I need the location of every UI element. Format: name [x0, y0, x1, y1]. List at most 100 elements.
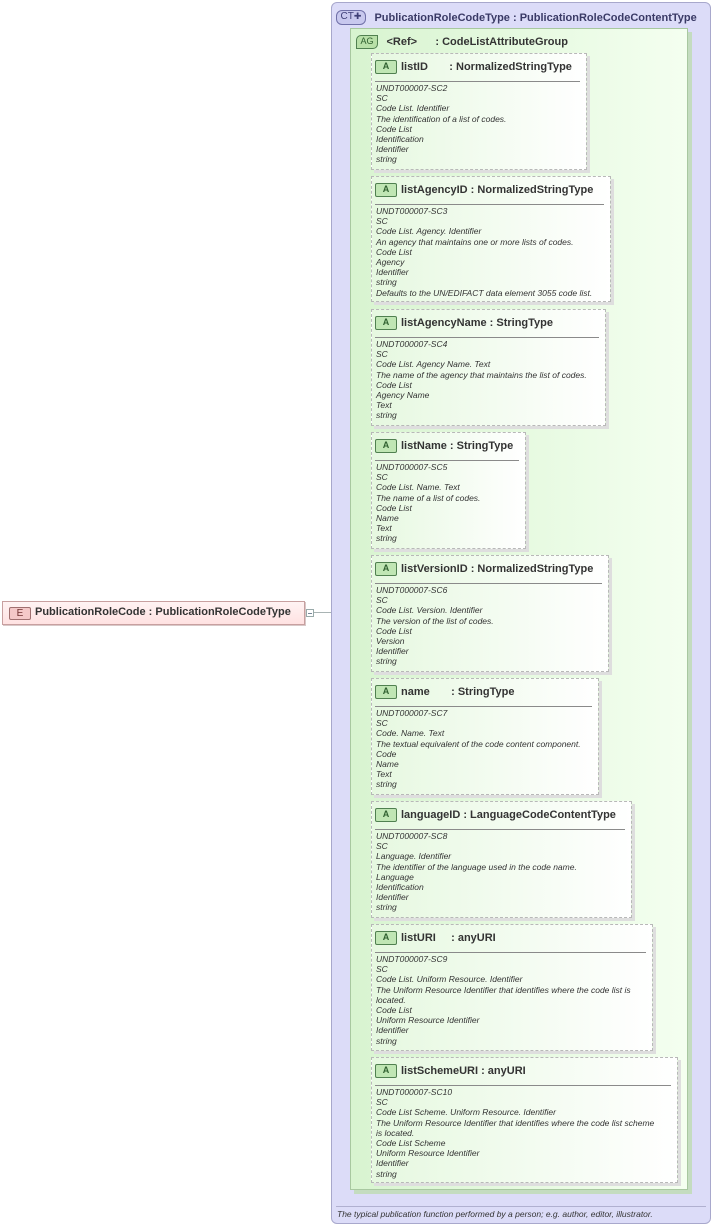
doc-line: located. — [376, 994, 406, 1005]
doc-line: Code List — [376, 379, 412, 390]
complex-type-title: PublicationRoleCodeType : PublicationRol… — [374, 11, 697, 24]
doc-line: Code List Scheme — [376, 1138, 446, 1149]
doc-line: UNDT000007-SC9 — [376, 954, 448, 964]
attribute-badge: A — [375, 930, 397, 945]
doc-line: SC — [376, 349, 388, 360]
doc-line: Uniform Resource Identifier — [376, 1148, 480, 1159]
doc-line: SC — [376, 93, 388, 104]
doc-line: Code List. Uniform Resource. Identifier — [376, 974, 523, 985]
element-badge: E — [9, 607, 31, 620]
attribute-label: listName : StringType — [401, 439, 514, 452]
doc-line: Agency — [376, 257, 405, 268]
doc-line: Code List — [376, 1005, 412, 1016]
doc-line: Language — [376, 871, 414, 882]
doc-line: Identifier — [376, 267, 409, 278]
doc-line: is located. — [376, 1127, 415, 1138]
doc-line: Code. Name. Text — [376, 728, 445, 739]
doc-line: string — [376, 656, 397, 667]
doc-line: Code List. Name. Text — [376, 482, 460, 493]
doc-line: SC — [376, 718, 388, 729]
doc-line: UNDT000007-SC4 — [376, 339, 448, 349]
doc-line: The Uniform Resource Identifier that ide… — [376, 1117, 655, 1128]
doc-line: The textual equivalent of the code conte… — [376, 738, 581, 749]
doc-line: string — [376, 410, 397, 421]
attribute-label: languageID : LanguageCodeContentType — [401, 808, 616, 821]
attribute-badge: A — [375, 1063, 397, 1078]
attribute-badge: A — [375, 438, 397, 453]
doc-line: Code List. Identifier — [376, 103, 450, 114]
doc-line: Text — [376, 400, 392, 411]
doc-line: UNDT000007-SC3 — [376, 206, 448, 216]
attribute-badge: A — [375, 807, 397, 822]
doc-line: UNDT000007-SC8 — [376, 831, 448, 841]
attribute-group-badge: AG — [356, 34, 378, 49]
doc-line: Name — [376, 513, 399, 524]
doc-line: UNDT000007-SC7 — [376, 708, 448, 718]
complex-type-badge-icon: CT✚ — [336, 10, 366, 26]
attribute-badge: A — [375, 315, 397, 330]
doc-line: UNDT000007-SC6 — [376, 585, 448, 595]
attribute-label: listAgencyID : NormalizedStringType — [401, 183, 594, 196]
doc-line: SC — [376, 1097, 388, 1108]
doc-line: string — [376, 1168, 397, 1179]
collapse-toggle-icon[interactable] — [306, 609, 314, 617]
doc-line: Code List — [376, 625, 412, 636]
doc-line: SC — [376, 595, 388, 606]
doc-line: string — [376, 533, 397, 544]
doc-line: SC — [376, 964, 388, 975]
doc-line: Identifier — [376, 646, 409, 657]
complex-type-documentation: The typical publication function perform… — [337, 1209, 653, 1219]
doc-line: string — [376, 154, 397, 165]
doc-line: UNDT000007-SC5 — [376, 462, 448, 472]
attribute-group-label: <Ref> : CodeListAttributeGroup — [386, 35, 568, 48]
doc-line: Defaults to the UN/EDIFACT data element … — [376, 287, 593, 298]
doc-line: Uniform Resource Identifier — [376, 1015, 480, 1026]
doc-line: The version of the list of codes. — [376, 615, 494, 626]
doc-line: Identifier — [376, 1025, 409, 1036]
doc-line: Identifier — [376, 144, 409, 155]
doc-line: SC — [376, 841, 388, 852]
doc-line: string — [376, 277, 397, 288]
complex-type-header: CT✚ PublicationRoleCodeType : Publicatio… — [336, 9, 697, 26]
doc-line: Identification — [376, 882, 424, 893]
doc-line: Code List. Agency. Identifier — [376, 226, 482, 237]
doc-line: The name of a list of codes. — [376, 492, 481, 503]
doc-line: Code List Scheme. Uniform Resource. Iden… — [376, 1107, 556, 1118]
doc-line: Identifier — [376, 1158, 409, 1169]
doc-line: string — [376, 902, 397, 913]
doc-line: Language. Identifier — [376, 851, 452, 862]
doc-line: SC — [376, 216, 388, 227]
doc-line: The Uniform Resource Identifier that ide… — [376, 984, 631, 995]
doc-line: An agency that maintains one or more lis… — [376, 236, 574, 247]
doc-line: The identifier of the language used in t… — [376, 861, 577, 872]
doc-line: Text — [376, 523, 392, 534]
doc-line: Text — [376, 769, 392, 780]
doc-line: string — [376, 1035, 397, 1046]
doc-line: Code List — [376, 123, 412, 134]
attribute-label: listAgencyName : StringType — [401, 316, 553, 329]
attribute-badge: A — [375, 182, 397, 197]
doc-line: SC — [376, 472, 388, 483]
attribute-badge: A — [375, 59, 397, 74]
element-publication-role-code[interactable]: E PublicationRoleCode : PublicationRoleC… — [2, 601, 305, 625]
footer-divider — [336, 1206, 706, 1207]
attribute-label: listSchemeURI : anyURI — [401, 1064, 526, 1077]
doc-line: Identification — [376, 134, 424, 145]
